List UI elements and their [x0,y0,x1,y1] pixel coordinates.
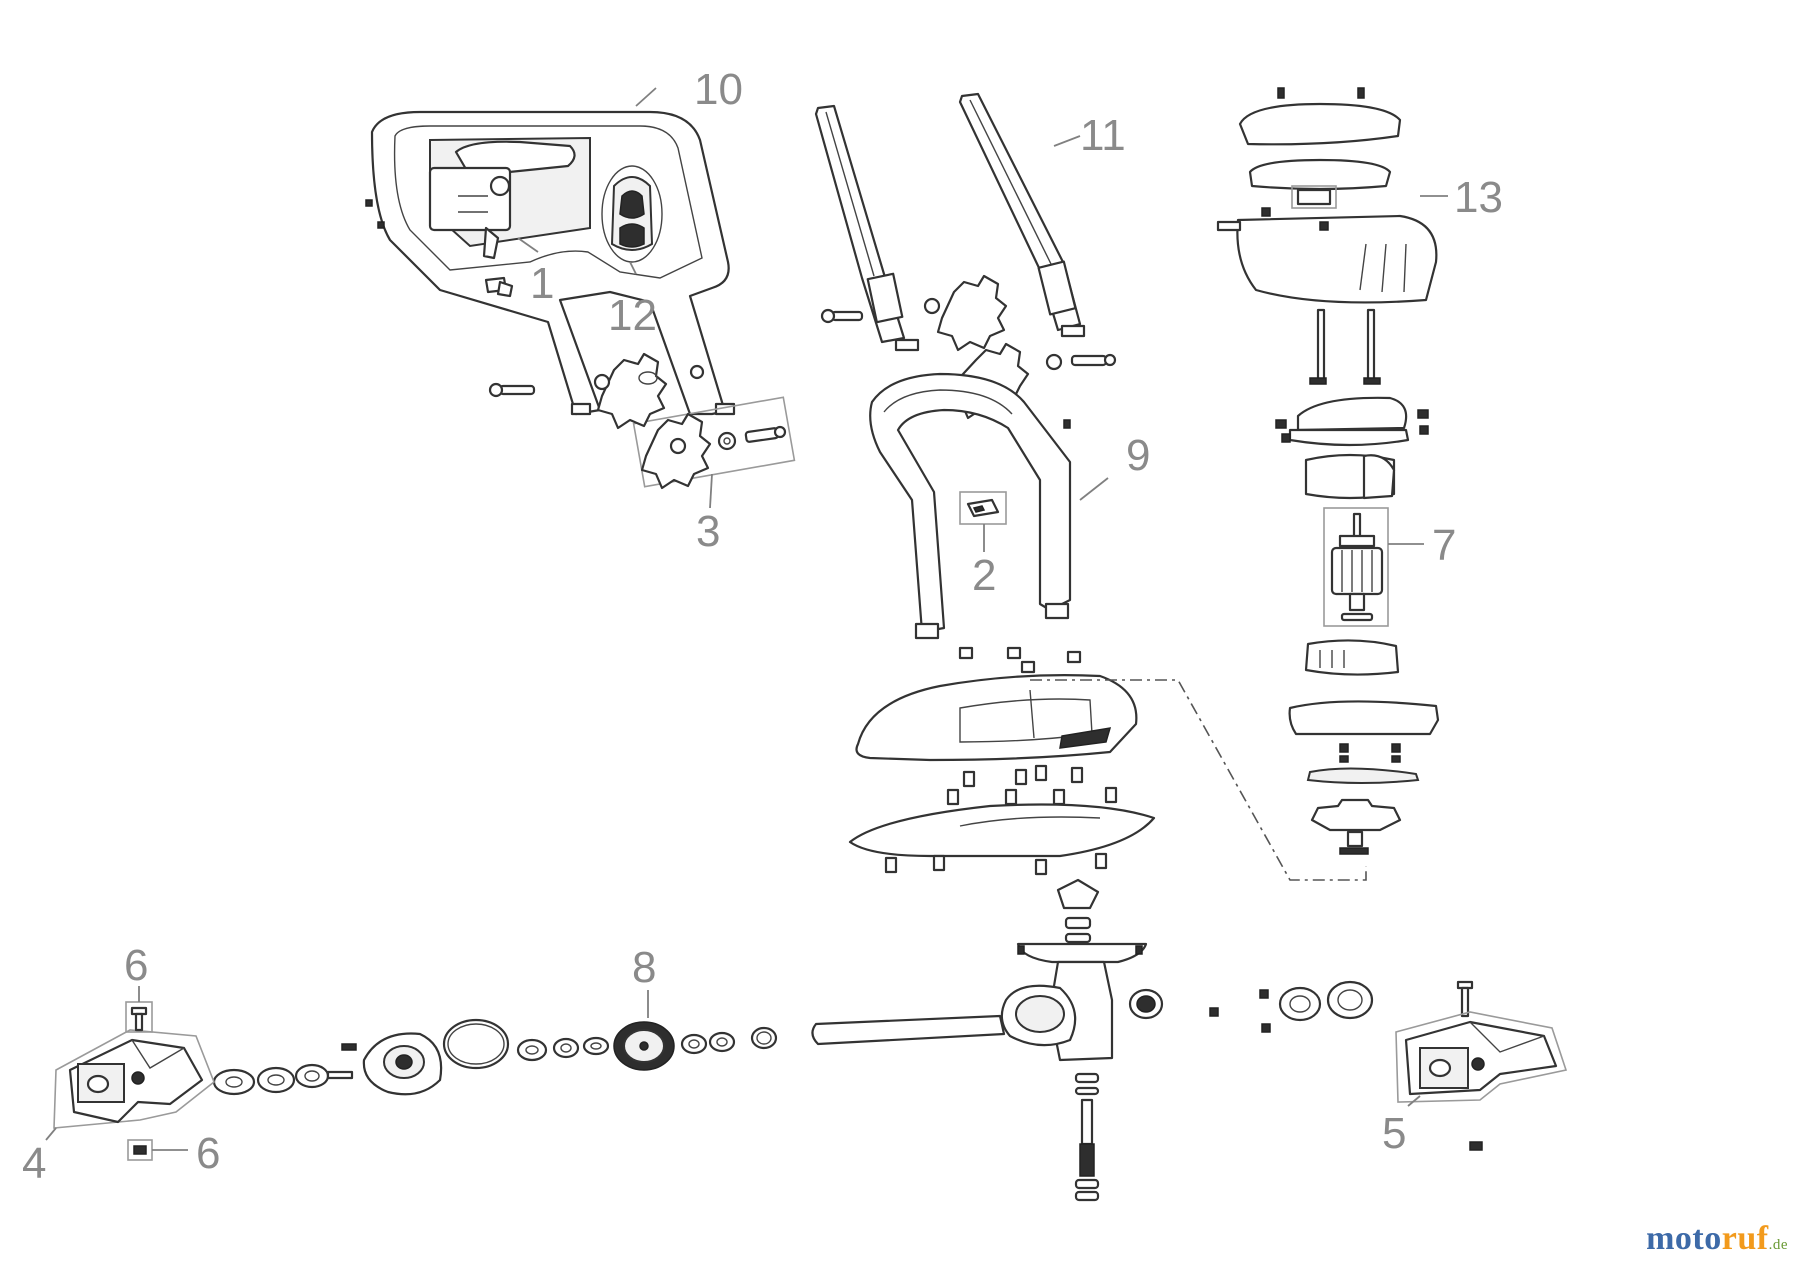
cover-screws [946,764,1118,806]
callout-label: 11 [1080,111,1126,160]
callout-label: 4 [22,1139,46,1188]
switch-button-part-12[interactable] [601,165,663,263]
callout-numbers: 1 2 3 4 5 6 6 7 8 9 10 11 12 13 [22,65,1503,1188]
motor-lower-parts [1288,639,1440,855]
knob-assembly-part-3[interactable] [632,396,796,490]
nut-part-6-bottom[interactable] [127,1139,153,1161]
u-handle-part-9[interactable] [869,372,1072,640]
brand-part-3: .de [1768,1237,1788,1253]
armature-part-7[interactable] [1323,507,1389,627]
callout-label: 9 [1126,431,1150,480]
callout-label: 1 [530,259,554,308]
knob-on-frame [488,352,705,430]
callout-label: 13 [1454,173,1503,222]
callout-label: 2 [972,551,996,600]
callout-label: 3 [696,507,720,556]
motor-housing-part-13[interactable] [1216,87,1438,304]
left-shaft-parts [212,1018,778,1096]
screw-part-6-top[interactable] [125,1001,153,1033]
lower-cover [848,803,1156,876]
gear-part-8[interactable] [613,1021,675,1071]
left-cover-part-4[interactable] [53,1029,215,1129]
leader-lines [45,87,1448,1151]
right-cover-part-5[interactable] [1395,980,1568,1151]
gearbox [811,878,1148,1202]
assembly-dashed-line [1030,679,1367,881]
brand-part-2: ruf [1721,1220,1769,1257]
clip-part-2[interactable] [959,491,1007,525]
callout-label: 7 [1432,521,1456,570]
callout-label: 5 [1382,1109,1406,1158]
brand-logo: motoruf.de [1646,1220,1788,1258]
callout-label: 6 [124,941,148,990]
motor-stack [1275,308,1429,500]
callout-label: 12 [608,291,657,340]
brand-part-1: moto [1646,1220,1722,1257]
callout-label: 8 [632,943,656,992]
upper-cover [855,646,1138,762]
gearbox-right-washers [1128,980,1374,1033]
handle-tubes-part-11[interactable] [814,92,1117,420]
callout-label: 10 [694,65,743,114]
callout-label: 6 [196,1129,220,1178]
